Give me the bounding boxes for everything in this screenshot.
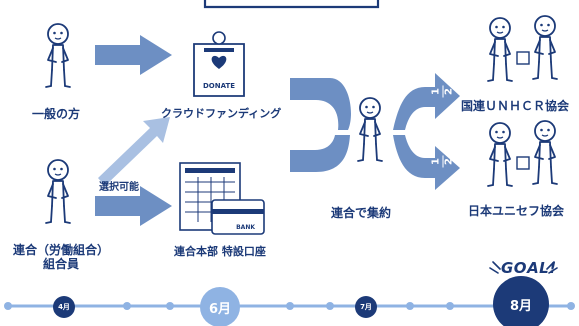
title-frame [203, 0, 380, 9]
flow-upper-in [290, 78, 351, 130]
crowdfunding-label: クラウドファンディング [161, 107, 282, 120]
union-member-figure-icon [45, 159, 71, 224]
unicef-staff-left-icon [487, 122, 513, 187]
month-july-marker: 7月 [355, 296, 377, 318]
bank-passbook-icon: BANK [179, 162, 265, 235]
union-member-label: 連合（労働組合） 組合員 [6, 243, 116, 272]
unhcr-label: 国連ＵＮＨＣＲ協会 [461, 99, 570, 113]
svg-text:BANK: BANK [236, 224, 255, 231]
collector-figure-icon [357, 97, 383, 162]
arrow-to-crowdfunding [95, 35, 172, 75]
unhcr-staff-right-icon [532, 15, 558, 80]
handover-package-icon [516, 51, 530, 65]
bank-card-icon [211, 199, 265, 235]
goal-label: GOAL! [501, 259, 557, 277]
arrow-to-bank [95, 186, 172, 226]
month-april-marker: 4月 [53, 296, 75, 318]
arrow-selectable [98, 117, 170, 186]
unicef-staff-right-icon [532, 120, 558, 185]
arrow-to-unhcr [393, 73, 460, 130]
donate-box-icon: DONATE [193, 31, 245, 97]
unicef-label: 日本ユニセフ協会 [468, 204, 565, 218]
month-june-marker: 6月 [200, 287, 240, 326]
union-member-label-line2: 組合員 [42, 256, 79, 271]
month-august-goal-marker: 8月 [493, 276, 549, 326]
bank-account-label: 連合本部 特設口座 [174, 245, 266, 258]
handover-package-icon [516, 156, 530, 170]
unhcr-staff-left-icon [487, 17, 513, 82]
timeline-start-dot [4, 302, 12, 310]
arrow-to-unicef [393, 135, 460, 190]
timeline-end-dot [567, 302, 575, 310]
flow-lower-in [290, 135, 350, 172]
goal-sparkle-icon [489, 261, 558, 274]
general-donor-figure-icon [45, 23, 71, 88]
collection-label: 連合で集約 [331, 206, 392, 220]
selectable-label: 選択可能 [99, 182, 139, 193]
svg-text:DONATE: DONATE [203, 82, 235, 90]
union-member-label-line1: 連合（労働組合） [12, 243, 109, 257]
general-donor-label: 一般の方 [32, 107, 81, 121]
